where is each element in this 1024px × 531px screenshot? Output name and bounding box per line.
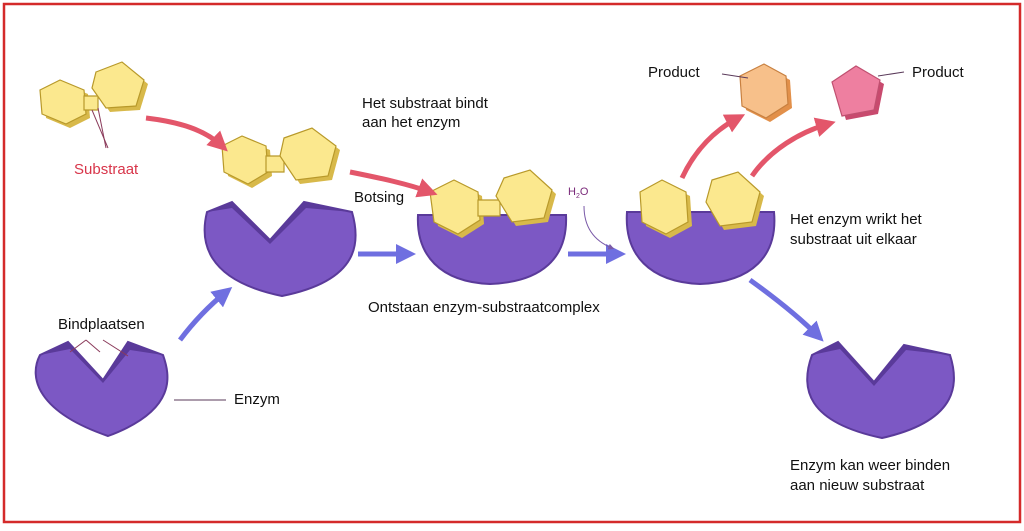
arrow-product-right	[749, 117, 836, 178]
enzyme-released	[806, 340, 955, 440]
substrate-bound	[429, 169, 556, 238]
arrow-enzyme-up	[178, 286, 233, 342]
frame-border	[2, 2, 1022, 524]
leader-product-left	[721, 73, 749, 79]
label-substraat: Substraat	[74, 161, 139, 178]
arrow-botsing	[349, 169, 438, 198]
label-enzym: Enzym	[234, 391, 280, 408]
leader-bindplaatsen-1	[69, 339, 87, 353]
label-wrikt-line1: Het enzym wrikt het	[790, 211, 922, 228]
substrate-split	[639, 171, 764, 238]
label-product-right: Product	[912, 64, 964, 81]
label-wrikt-line2: substraat uit elkaar	[790, 231, 917, 248]
arrow-substrate-to-enzyme	[145, 115, 228, 152]
label-complex: Ontstaan enzym-substraatcomplex	[368, 299, 600, 316]
enzyme-approaching	[203, 200, 357, 298]
enzyme-free	[34, 340, 169, 438]
label-botsing: Botsing	[354, 189, 405, 206]
label-bindt-line1: Het substraat bindt	[362, 95, 488, 112]
label-water: H2O	[568, 186, 589, 201]
substrate-free	[39, 61, 148, 149]
product-pentagon	[831, 65, 884, 120]
product-hexagon	[739, 63, 792, 122]
label-weer-line1: Enzym kan weer binden	[790, 457, 951, 474]
leader-bindplaatsen-2	[85, 339, 101, 353]
substrate-approaching	[221, 127, 340, 188]
label-bindt-line2: aan het enzym	[362, 114, 461, 131]
leader-product-right	[877, 71, 905, 77]
label-bindplaatsen: Bindplaatsen	[58, 316, 145, 333]
arrow-product-left	[679, 114, 746, 180]
label-weer-line2: aan nieuw substraat	[790, 477, 925, 494]
arrow-water	[583, 205, 615, 250]
label-product-left: Product	[648, 64, 700, 81]
leader-bindplaatsen-3	[102, 339, 129, 357]
arrow-enzyme-release	[748, 277, 824, 342]
